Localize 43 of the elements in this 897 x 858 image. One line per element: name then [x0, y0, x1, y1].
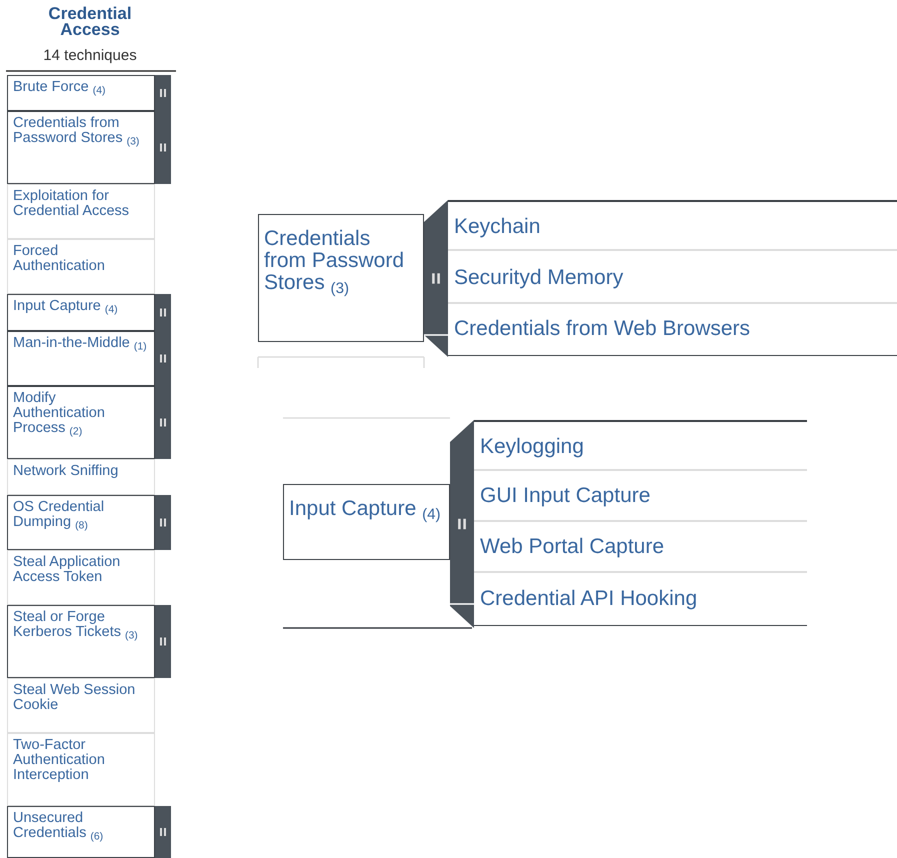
- technique-name: Forced Authentication: [13, 244, 106, 274]
- technique-name: Keychain: [454, 214, 542, 240]
- technique-name: OS Credential Dumping $_{(8)}$: [13, 500, 106, 530]
- technique-name: GUI Input Capture: [480, 483, 652, 508]
- technique-name: Steal Web Session Cookie: [13, 683, 136, 714]
- technique-cell: [7, 75, 155, 111]
- technique-cell: [7, 111, 155, 184]
- technique-name: Two-Factor Authentication Interception: [13, 738, 106, 784]
- technique-name: Credentials from Password Stores $_{(3)}$: [13, 116, 140, 146]
- technique-name: Brute Force $_{(4)}$: [13, 80, 107, 96]
- sub-technique-row: [448, 200, 897, 251]
- technique-cell: [7, 294, 155, 331]
- technique-cell: [7, 678, 155, 733]
- technique-cell: [7, 733, 155, 806]
- technique-cell: [7, 550, 155, 605]
- technique-name: Securityd Memory: [454, 265, 624, 290]
- technique-name: Credential API Hooking: [480, 586, 698, 612]
- technique-name: Exploitation for Credential Access: [13, 189, 130, 220]
- column-title: Credential Access: [47, 6, 133, 38]
- technique-cell: [7, 495, 155, 550]
- technique-cell: [7, 184, 155, 239]
- sub-technique-row: [474, 420, 807, 471]
- technique-name: Input Capture $_{(4)}$: [289, 498, 442, 520]
- technique-cell: [7, 239, 155, 294]
- technique-cell: [7, 806, 155, 858]
- technique-count: 14 techniques: [42, 47, 138, 64]
- technique-cell: [283, 484, 450, 560]
- technique-name: Credentials from Password Stores $_{(3)}$: [264, 228, 406, 294]
- technique-name: Web Portal Capture: [480, 534, 666, 560]
- technique-name: Network Sniffing: [13, 464, 120, 480]
- technique-name: Man-in-the-Middle $_{(1)}$: [13, 336, 148, 352]
- technique-name: Input Capture $_{(4)}$: [13, 299, 119, 314]
- technique-cell: [7, 605, 155, 678]
- technique-name: Modify Authentication Process $_{(2)}$: [13, 391, 106, 437]
- technique-name: Steal or Forge Kerberos Tickets $_{(3)}$: [13, 610, 139, 640]
- technique-name: Unsecured Credentials $_{(6)}$: [13, 811, 104, 842]
- technique-cell: [7, 331, 155, 386]
- technique-cell: [7, 386, 155, 459]
- technique-name: Steal Application Access Token: [13, 555, 122, 586]
- technique-cell: [258, 214, 424, 342]
- technique-name: Keylogging: [480, 434, 585, 460]
- technique-cell: [7, 459, 155, 495]
- technique-name: Credentials from Web Browsers: [454, 316, 752, 342]
